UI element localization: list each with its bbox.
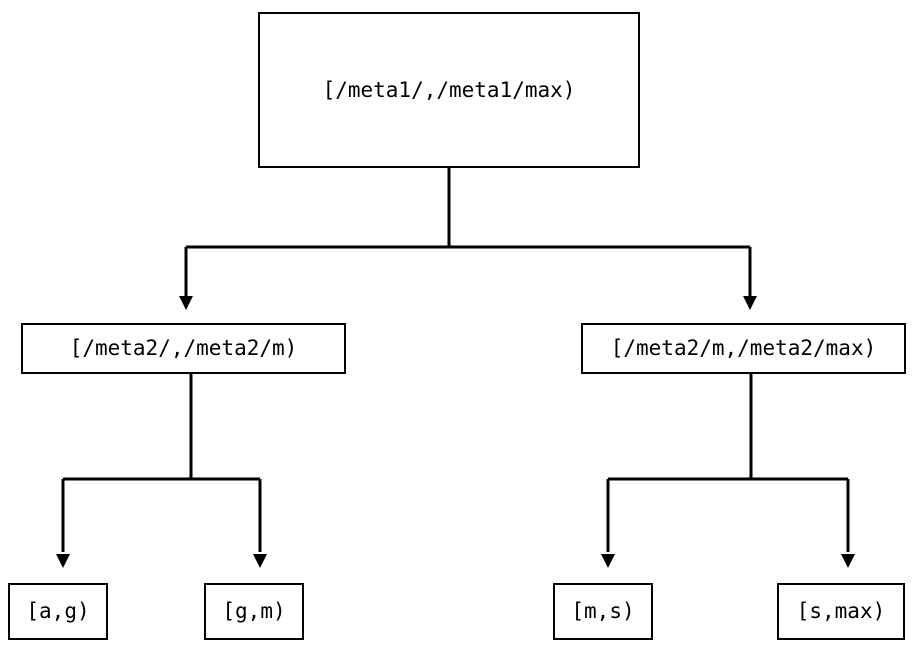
tree-node-leaf-s-max-label: [s,max) (796, 599, 886, 623)
tree-node-mid-right-label: [/meta2/m,/meta2/max) (610, 336, 877, 360)
tree-node-mid-left-label: [/meta2/,/meta2/m) (69, 336, 298, 360)
arrowhead-icon-mid-left-to-leaf-a-g (56, 554, 70, 568)
arrowhead-icon-mid-right-to-leaf-m-s (601, 554, 615, 568)
tree-node-leaf-m-s-label: [m,s) (571, 599, 635, 623)
tree-node-leaf-a-g-label: [a,g) (26, 599, 90, 623)
arrowhead-icon-root-to-mid-left (179, 296, 193, 310)
tree-node-leaf-g-m-label: [g,m) (222, 599, 286, 623)
arrowhead-icon-mid-left-to-leaf-g-m (253, 554, 267, 568)
arrowhead-icon-mid-right-to-leaf-s-max (841, 554, 855, 568)
tree-node-leaf-s-max[interactable]: [s,max) (777, 583, 905, 640)
tree-node-leaf-a-g[interactable]: [a,g) (8, 583, 108, 640)
tree-node-leaf-g-m[interactable]: [g,m) (204, 583, 304, 640)
arrowhead-icon-root-to-mid-right (743, 296, 757, 310)
tree-node-leaf-m-s[interactable]: [m,s) (553, 583, 653, 640)
tree-node-root[interactable]: [/meta1/,/meta1/max) (258, 12, 640, 168)
tree-node-mid-left[interactable]: [/meta2/,/meta2/m) (21, 323, 346, 374)
tree-node-mid-right[interactable]: [/meta2/m,/meta2/max) (581, 323, 906, 374)
tree-node-root-label: [/meta1/,/meta1/max) (322, 77, 576, 102)
